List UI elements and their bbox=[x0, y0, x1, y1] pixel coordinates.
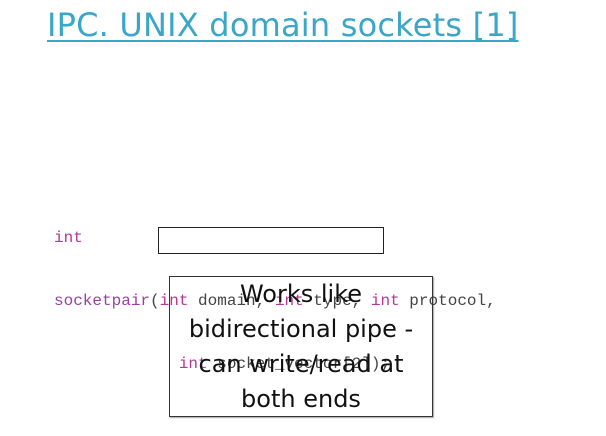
param-type-domain: int bbox=[159, 292, 189, 310]
param-type-type: int bbox=[274, 292, 304, 310]
param-type-socket-vector: int bbox=[178, 355, 208, 373]
function-name: socketpair bbox=[54, 292, 151, 310]
socket-vector-highlight-box bbox=[158, 227, 384, 254]
code-line-1: int bbox=[54, 228, 496, 249]
slide-title: IPC. UNIX domain sockets [1] bbox=[47, 6, 519, 44]
return-type: int bbox=[54, 229, 83, 247]
callout-text: Works like bidirectional pipe - can writ… bbox=[188, 279, 414, 413]
open-paren: ( bbox=[150, 292, 160, 310]
param-type: type, bbox=[303, 292, 371, 310]
param-protocol: protocol, bbox=[399, 292, 496, 310]
code-block: int socketpair(int domain, int type, int… bbox=[54, 186, 496, 396]
callout-box: Works like bidirectional pipe - can writ… bbox=[169, 276, 433, 417]
param-socket-vector: socket_vector[2] bbox=[207, 355, 371, 373]
param-domain: domain, bbox=[188, 292, 275, 310]
code-line-2: socketpair(int domain, int type, int pro… bbox=[54, 291, 496, 312]
param-type-protocol: int bbox=[370, 292, 400, 310]
indent bbox=[54, 355, 179, 373]
close-paren: ); bbox=[370, 355, 391, 373]
code-line-3: int socket_vector[2]); bbox=[54, 354, 496, 375]
